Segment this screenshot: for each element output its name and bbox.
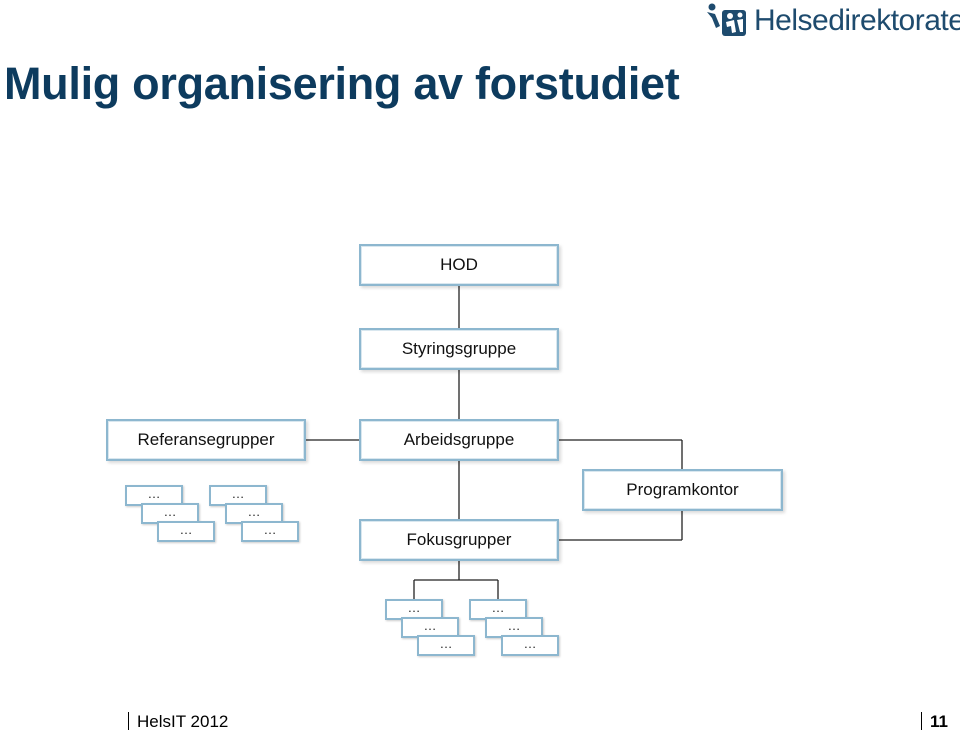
referanse-subgroup: …: [225, 503, 283, 524]
logo-text: Helsedirektoratet: [754, 4, 960, 37]
footer-page: 11: [921, 712, 948, 732]
fokus-subgroup: …: [501, 635, 559, 656]
referanse-subgroup: …: [157, 521, 215, 542]
logo-figures-icon: [707, 3, 746, 36]
referanse-subgroup: …: [241, 521, 299, 542]
footer-event: HelsIT 2012: [128, 712, 228, 732]
node-arbeidsgruppe: Arbeidsgruppe: [359, 419, 559, 461]
node-hod: HOD: [359, 244, 559, 286]
page-number: 11: [930, 712, 948, 731]
fokus-subgroup: …: [485, 617, 543, 638]
helsedirektoratet-logo: Helsedirektoratet: [706, 2, 960, 40]
fokus-subgroup: …: [385, 599, 443, 620]
node-fokusgrupper: Fokusgrupper: [359, 519, 559, 561]
footer-divider: [921, 712, 922, 730]
footer-divider: [128, 712, 129, 730]
node-referansegrupper: Referansegrupper: [106, 419, 306, 461]
node-programkontor: Programkontor: [582, 469, 783, 511]
fokus-subgroup: …: [417, 635, 475, 656]
page-title: Mulig organisering av forstudiet: [4, 58, 680, 109]
node-styringsgruppe: Styringsgruppe: [359, 328, 559, 370]
footer-event-label: HelsIT 2012: [137, 712, 229, 731]
